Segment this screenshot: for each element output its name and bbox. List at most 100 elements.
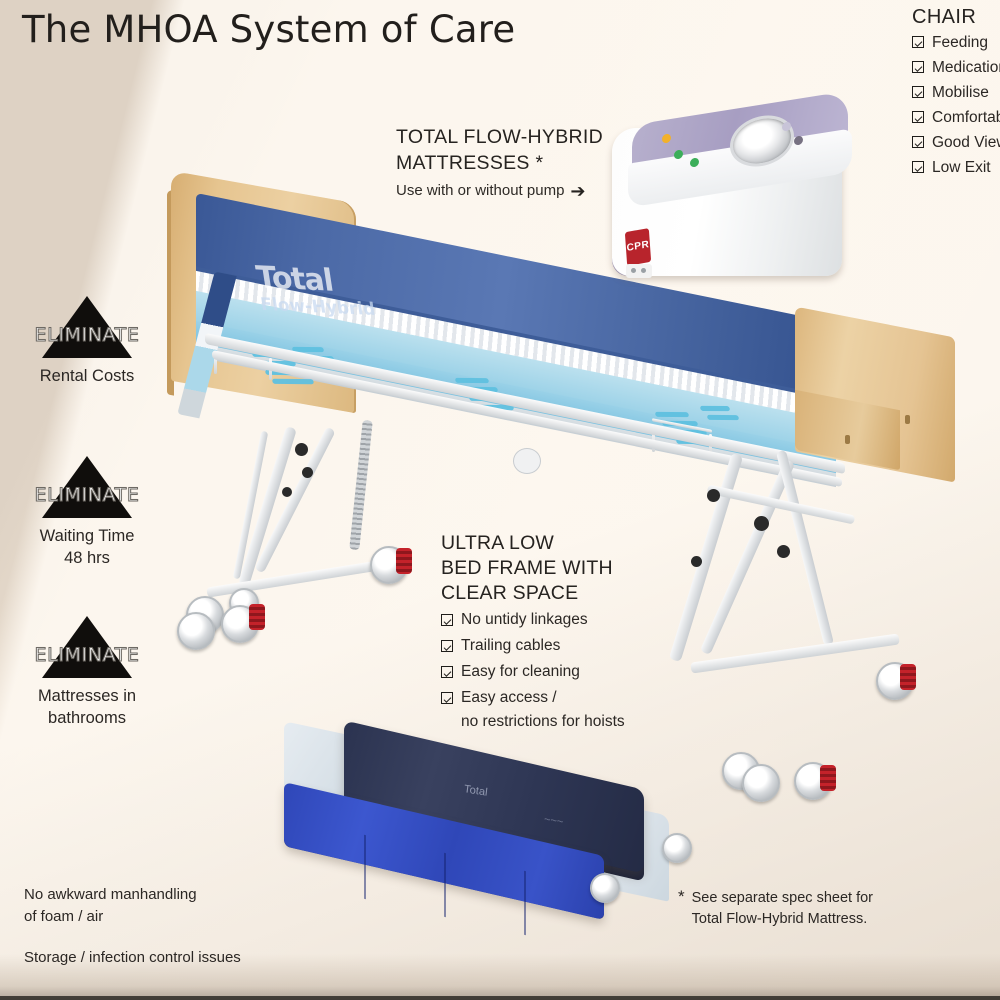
low-bed-castor: [590, 873, 620, 903]
chair-item-label: Mobilise: [932, 84, 989, 101]
ultra-low-list-item[interactable]: No untidy linkages: [441, 608, 691, 632]
mattress-callout-line1: TOTAL FLOW-HYBRID: [396, 126, 603, 148]
ultra-low-item-label: No untidy linkages: [461, 611, 588, 628]
leg-pivot: [707, 489, 720, 502]
crash-mat-fold: [364, 834, 366, 900]
ultra-low-list-item[interactable]: Easy access /: [441, 686, 691, 710]
chair-list-item[interactable]: Good View: [912, 130, 1000, 155]
mattress-callout-subline-row: Use with or without pump ➔: [396, 180, 626, 201]
foam-vent-rib: [454, 377, 490, 384]
chair-item-label: Comfortable: [932, 109, 1000, 126]
eliminate-caption-line1: Waiting Time: [39, 527, 135, 545]
checkbox-checked-icon[interactable]: [912, 86, 924, 98]
page-title: The MHOA System of Care: [22, 8, 516, 51]
eliminate-word: ELIMINATE: [34, 324, 140, 347]
chair-panel-title: CHAIR: [912, 6, 977, 28]
eliminate-badge-graphic: ELIMINATE: [12, 296, 162, 360]
checkbox-checked-icon[interactable]: [441, 614, 453, 626]
note-manhandling-line2: of foam / air: [24, 908, 104, 925]
arrow-right-icon: ➔: [570, 180, 586, 201]
eliminate-badge-rental-costs: ELIMINATE Rental Costs: [12, 296, 162, 387]
chair-list-item[interactable]: Comfortable: [912, 105, 1000, 130]
ultra-low-item-continuation: no restrictions for hoists: [461, 713, 625, 730]
deck-pivot-knob: [513, 448, 541, 474]
chair-item-label: Medication: [932, 59, 1000, 76]
checkbox-checked-icon[interactable]: [912, 36, 924, 48]
eliminate-caption-line2: 48 hrs: [64, 549, 110, 567]
pump-cpr-tag: CPR: [624, 228, 652, 266]
note-storage: Storage / infection control issues: [24, 949, 241, 966]
foam-vent-rib: [271, 378, 315, 385]
bottom-edge-rule: [0, 996, 1000, 1000]
checkbox-checked-icon[interactable]: [441, 692, 453, 704]
ultra-low-heading-line3: CLEAR SPACE: [441, 582, 579, 604]
mattress-pump-unit: CPR: [604, 90, 866, 280]
leg-pivot: [295, 443, 308, 456]
checkbox-checked-icon[interactable]: [912, 136, 924, 148]
ultra-low-list-item[interactable]: Trailing cables: [441, 634, 691, 658]
low-bed-castor: [662, 833, 692, 863]
eliminate-caption-line1: Mattresses in: [37, 687, 137, 705]
chair-list-item[interactable]: Mobilise: [912, 80, 1000, 105]
chair-item-label: Good View: [932, 134, 1000, 151]
warning-triangle-icon: [42, 296, 132, 358]
footboard-slot: [845, 435, 850, 444]
checkbox-checked-icon[interactable]: [441, 666, 453, 678]
castor-brake-lever: [396, 548, 412, 574]
crash-mat-fold: [444, 852, 446, 918]
chair-list-item[interactable]: Low Exit: [912, 155, 1000, 180]
foam-vent-rib: [654, 411, 690, 418]
eliminate-caption: Rental Costs: [39, 367, 135, 385]
actuator-cable: [349, 419, 373, 551]
pump-connector-socket: [626, 264, 652, 278]
castor-brake-lever: [820, 765, 836, 791]
note-manhandling: No awkward manhandling of foam / air: [24, 884, 197, 928]
ultra-low-item-label: Easy for cleaning: [461, 663, 580, 680]
chair-list-item[interactable]: Medication: [912, 55, 1000, 80]
chair-checklist-panel: CHAIR Feeding Medication Mobilise Comfor…: [912, 4, 1000, 180]
checkbox-checked-icon[interactable]: [912, 61, 924, 73]
checkbox-checked-icon[interactable]: [441, 640, 453, 652]
leg-pivot: [777, 545, 790, 558]
castor-brake-lever: [900, 664, 916, 690]
eliminate-caption-line2: bathrooms: [48, 709, 126, 727]
checkbox-checked-icon[interactable]: [912, 111, 924, 123]
leg-pivot: [302, 467, 313, 478]
checkbox-checked-icon[interactable]: [912, 161, 924, 173]
castor-brake-lever: [249, 604, 265, 630]
bed-cross-brace: [690, 633, 900, 674]
ultra-low-bed-illustration: Total ~~~: [284, 720, 692, 936]
warning-triangle-icon: [42, 456, 132, 518]
ultra-low-callout: ULTRA LOW BED FRAME WITH CLEAR SPACE No …: [441, 531, 691, 734]
eliminate-word: ELIMINATE: [34, 644, 140, 667]
bottom-shadow: [0, 954, 1000, 1000]
foam-vent-rib: [706, 414, 740, 421]
mattress-callout-line2: MATTRESSES *: [396, 152, 544, 174]
footnote-line1: See separate spec sheet for: [691, 890, 873, 906]
eliminate-badge-graphic: ELIMINATE: [12, 616, 162, 680]
mattress-brand-text: Total Flow-Hybrid: [254, 260, 377, 323]
footnote-spec-sheet: * See separate spec sheet for Total Flow…: [678, 888, 873, 930]
mattress-brand-sub: Flow-Hybrid: [259, 294, 377, 321]
chair-item-label: Low Exit: [932, 159, 991, 176]
eliminate-word: ELIMINATE: [34, 484, 140, 507]
side-guard-rail: [214, 352, 217, 374]
ultra-low-item-label: Trailing cables: [461, 637, 561, 654]
eliminate-badge-waiting-time: ELIMINATE Waiting Time 48 hrs: [12, 456, 162, 569]
warning-triangle-icon: [42, 616, 132, 678]
leg-pivot: [754, 516, 769, 531]
crash-mat-fold: [524, 870, 526, 936]
foam-vent-rib: [699, 405, 731, 412]
ultra-low-list-item[interactable]: Easy for cleaning: [441, 660, 691, 684]
chair-item-label: Feeding: [932, 34, 989, 51]
mattress-callout: TOTAL FLOW-HYBRID MATTRESSES * Use with …: [396, 124, 626, 201]
footnote-text: See separate spec sheet for Total Flow-H…: [692, 888, 873, 930]
eliminate-badge-graphic: ELIMINATE: [12, 456, 162, 520]
footboard-slot: [905, 415, 910, 424]
mattress-callout-subline: Use with or without pump: [396, 182, 565, 199]
ultra-low-heading-line2: BED FRAME WITH: [441, 557, 613, 579]
chair-list-item[interactable]: Feeding: [912, 30, 1000, 55]
asterisk-icon: *: [678, 887, 685, 906]
